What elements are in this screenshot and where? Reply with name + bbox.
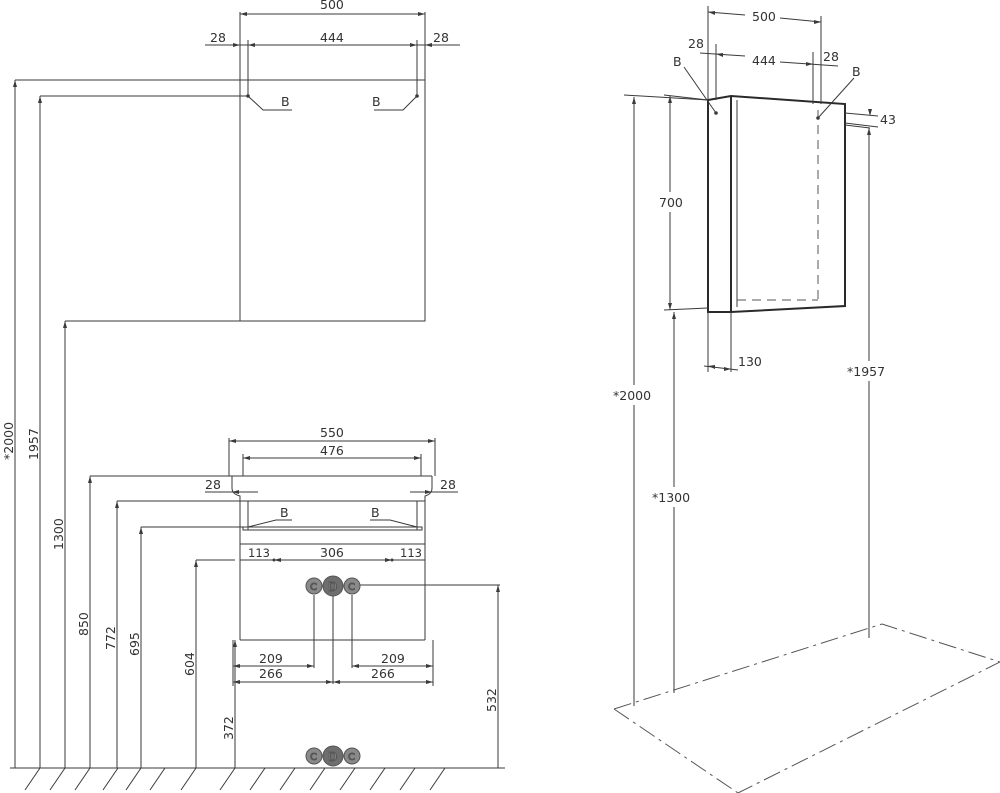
dim-113-right: 113 <box>400 546 422 560</box>
side-dim-444: 444 <box>752 53 776 68</box>
side-hinge-left-label: B <box>673 54 682 69</box>
connector-group-lower: C D C <box>305 745 361 767</box>
side-hinge-right-label: B <box>852 64 861 79</box>
vanity-right-edge <box>424 476 433 640</box>
vanity-hinge-right-label: B <box>371 505 380 520</box>
hinge-left-leader <box>247 95 292 111</box>
drain-connector-lower: D <box>322 745 344 767</box>
dim-695: 695 <box>127 632 142 656</box>
dim-2000: *2000 <box>1 422 16 460</box>
dim-209-right: 209 <box>381 651 405 666</box>
side-dim-130: 130 <box>738 354 762 369</box>
dim-850: 850 <box>76 612 91 636</box>
side-cabinet-outline <box>707 94 846 313</box>
drain-connector-upper: D <box>322 575 344 597</box>
dim-772: 772 <box>103 626 118 650</box>
side-dim-2000: *2000 <box>613 388 651 403</box>
cold-water-connector-lower: C <box>305 747 323 765</box>
dim-476: 476 <box>320 443 344 458</box>
dim-550: 550 <box>320 425 344 440</box>
vanity-hinge-left-label: B <box>280 505 289 520</box>
svg-text:C: C <box>348 752 355 763</box>
mirror-cabinet-outline <box>239 79 426 322</box>
dim-500: 500 <box>320 0 344 12</box>
svg-text:C: C <box>310 752 317 763</box>
floor-line <box>10 767 505 791</box>
cold-water-connector-upper: C <box>305 577 323 595</box>
dim-28-right: 28 <box>433 30 449 45</box>
vanity-hinge-right-leader <box>370 519 418 528</box>
svg-text:C: C <box>310 582 317 593</box>
side-dim-1300: *1300 <box>652 490 690 505</box>
side-dim-28-left: 28 <box>688 36 704 51</box>
connector-group-upper: C D C <box>305 575 361 597</box>
dim-113-left: 113 <box>248 546 270 560</box>
dim-1300: 1300 <box>51 518 66 550</box>
dim-532: 532 <box>484 688 499 712</box>
dim-1957: 1957 <box>26 428 41 460</box>
side-dim-43: 43 <box>880 112 896 127</box>
hot-water-connector-lower: C <box>343 747 361 765</box>
side-floor-plane <box>613 623 1000 793</box>
hinge-right-leader <box>374 95 418 111</box>
dim-266-left: 266 <box>259 666 283 681</box>
dim-28-left: 28 <box>210 30 226 45</box>
hot-water-connector-upper: C <box>343 577 361 595</box>
hinge-right-label: B <box>372 94 381 109</box>
hinge-left-label: B <box>281 94 290 109</box>
vanity-dim-28-left: 28 <box>205 477 221 492</box>
dim-266-right: 266 <box>371 666 395 681</box>
side-dim-500: 500 <box>752 9 776 24</box>
side-dim-1957: *1957 <box>847 364 885 379</box>
dim-604: 604 <box>182 652 197 676</box>
side-view: B B 500 28 444 28 43 700 <box>611 6 1000 793</box>
svg-text:D: D <box>328 580 337 594</box>
vanity-left-edge <box>231 476 241 640</box>
vanity-hinge-left-leader <box>247 519 292 528</box>
dim-444: 444 <box>320 30 344 45</box>
height-dimensions: *2000 1957 1300 850 772 695 604 372 <box>1 79 500 768</box>
dim-372: 372 <box>221 716 236 740</box>
side-dim-700: 700 <box>659 195 683 210</box>
svg-text:C: C <box>348 582 355 593</box>
side-dim-28-right: 28 <box>823 49 839 64</box>
vanity-dim-28-right: 28 <box>440 477 456 492</box>
mirror-cabinet-front: B B 500 28 444 28 <box>205 0 460 322</box>
vanity-front: B B 550 476 28 28 113 306 113 <box>205 425 458 686</box>
svg-text:D: D <box>328 750 337 764</box>
dim-306: 306 <box>320 545 344 560</box>
dim-209-left: 209 <box>259 651 283 666</box>
